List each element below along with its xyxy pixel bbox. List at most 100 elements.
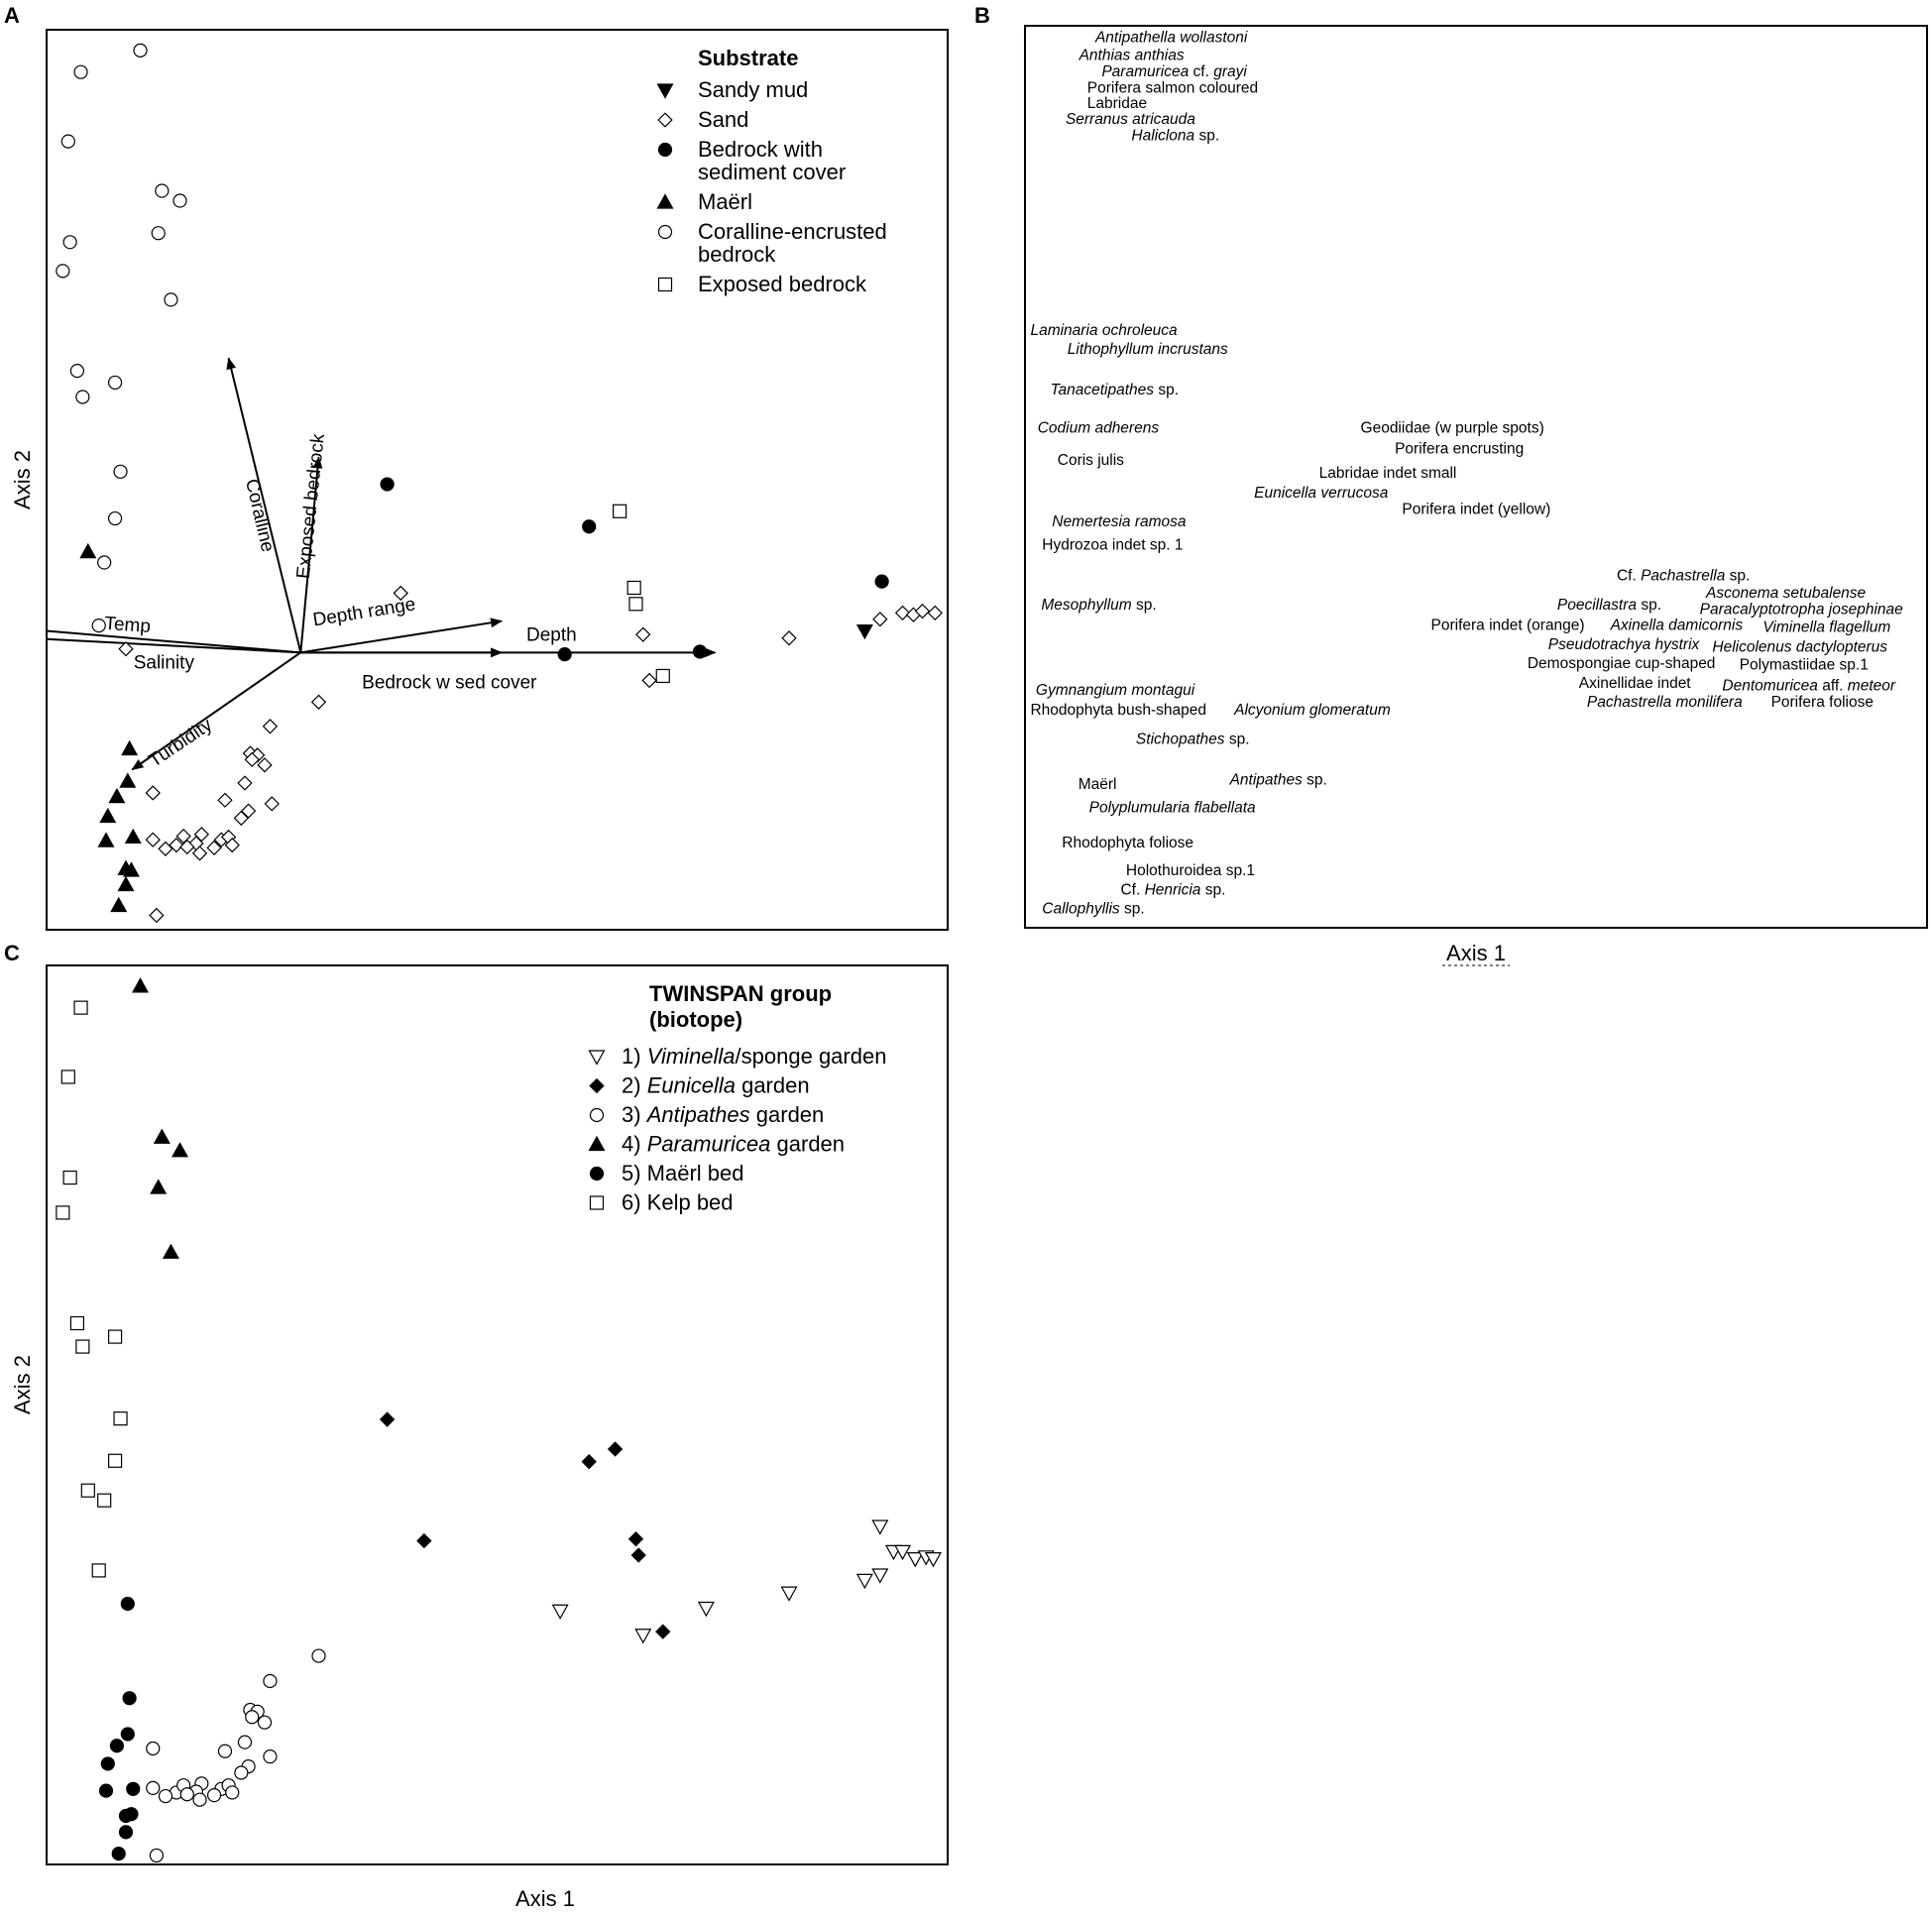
c-point-5-11: [91, 1563, 106, 1578]
species-label-3: Porifera salmon coloured: [1087, 79, 1258, 96]
species-label-44: Cf. Henricia sp.: [1120, 881, 1225, 898]
c-point-2-0: [311, 1648, 326, 1663]
c-point-4-4: [100, 1756, 115, 1771]
legend-c-label-0-part: /sponge garden: [736, 1044, 887, 1069]
species-label-26: Viminella flagellum: [1762, 620, 1890, 636]
species-label-7-part: Laminaria ochroleuca: [1030, 322, 1178, 339]
species-label-45-part: Callophyllis: [1042, 900, 1120, 917]
a-point-1-15: [169, 837, 184, 853]
species-label-27: Pseudotrachya hystrix: [1548, 636, 1701, 653]
species-label-15: Eunicella verrucosa: [1254, 485, 1389, 502]
legend-c-label-3-part: 4): [622, 1132, 647, 1157]
legend-c-label-0-part: 1): [622, 1044, 647, 1069]
species-label-15-part: Eunicella verrucosa: [1254, 485, 1389, 502]
species-label-11: Geodiidae (w purple spots): [1361, 419, 1544, 436]
legend-a-label-1-0: Sand: [698, 107, 748, 132]
a-point-1-28: [635, 626, 651, 642]
a-point-1-10: [145, 785, 161, 801]
c-point-1-0: [379, 1411, 396, 1427]
c-point-2-8: [146, 1741, 161, 1756]
legend-c-title-1: (biotope): [649, 1007, 742, 1032]
c-point-5-7: [113, 1411, 128, 1426]
species-label-17-part: Nemertesia ramosa: [1052, 513, 1187, 530]
a-point-4-7: [56, 264, 70, 279]
panel-c-y-axis-label: Axis 2: [10, 1355, 35, 1414]
species-label-33-part: Pachastrella monilifera: [1587, 694, 1743, 711]
c-point-0-1: [634, 1629, 652, 1644]
panel-label-c: C: [4, 941, 20, 965]
a-point-1-25: [224, 837, 240, 853]
species-label-24: Porifera indet (orange): [1431, 618, 1585, 634]
a-point-5-1: [626, 580, 641, 596]
species-label-29: Demospongiae cup-shaped: [1528, 655, 1716, 672]
species-label-36-part: Rhodophyta bush-shaped: [1030, 702, 1206, 719]
c-point-2-9: [217, 1744, 233, 1758]
c-point-2-24: [149, 1848, 164, 1863]
species-label-14-part: Labridae indet small: [1319, 465, 1457, 482]
vector-2: [300, 618, 504, 654]
a-point-1-33: [927, 605, 943, 621]
c-point-5-8: [107, 1453, 123, 1468]
panel-label-a: A: [4, 3, 20, 28]
legend-c-label-4-part: 5) Maërl bed: [622, 1161, 744, 1185]
species-label-39: Maërl: [1079, 776, 1117, 793]
species-label-6-part: sp.: [1194, 128, 1219, 145]
a-point-4-11: [107, 375, 123, 391]
legend-a-marker-3: [656, 193, 674, 209]
c-point-0-0: [551, 1604, 569, 1620]
legend-c-marker-1: [589, 1077, 605, 1094]
species-label-19-part: sp.: [1725, 568, 1750, 585]
a-point-2-2: [557, 647, 572, 662]
species-label-0-part: Antipathella wollastoni: [1094, 29, 1248, 46]
species-label-9-part: sp.: [1154, 382, 1179, 398]
legend-c-label-2-part: 3): [622, 1102, 647, 1127]
panel-a-frame: [46, 29, 949, 931]
species-label-16: Porifera indet (yellow): [1402, 501, 1550, 517]
c-point-5-0: [73, 1000, 88, 1015]
species-label-22-part: Poecillastra: [1557, 597, 1637, 614]
species-label-32-part: Dentomuricea: [1722, 678, 1818, 695]
legend-c-marker-5: [589, 1195, 605, 1210]
species-label-13-part: Coris julis: [1058, 452, 1124, 469]
a-point-4-8: [164, 292, 178, 307]
vector-label-3: Depth: [526, 624, 577, 645]
species-label-10-part: Codium adherens: [1038, 419, 1160, 436]
c-point-5-2: [62, 1170, 77, 1185]
legend-a-label-5-0: Exposed bedrock: [698, 272, 867, 296]
vector-label-6: Salinity: [134, 652, 195, 673]
c-point-2-12: [146, 1780, 161, 1796]
species-label-44-part: Cf.: [1120, 881, 1144, 898]
vector-label-5: Temp: [104, 614, 152, 637]
species-label-41-part: Polyplumularia flabellata: [1089, 800, 1256, 817]
species-label-8-part: Lithophyllum incrustans: [1068, 341, 1228, 358]
legend-a-label-4-0: Coralline-encrusted: [698, 219, 887, 244]
legend-c-label-1: 2) Eunicella garden: [622, 1073, 810, 1098]
a-point-1-12: [240, 803, 257, 819]
a-point-3-9: [117, 875, 135, 892]
a-point-4-12: [113, 464, 128, 479]
c-point-5-4: [69, 1315, 85, 1331]
a-point-3-8: [122, 861, 140, 877]
legend-a-marker-4: [657, 224, 673, 240]
a-point-1-9: [264, 796, 280, 812]
c-point-3-1: [153, 1128, 170, 1144]
species-label-42: Rhodophyta foliose: [1062, 835, 1193, 851]
a-point-4-6: [62, 235, 77, 250]
species-label-38: Stichopathes sp.: [1136, 731, 1250, 747]
species-label-10: Codium adherens: [1038, 419, 1160, 436]
species-label-30-part: Polymastiidae sp.1: [1740, 657, 1869, 674]
c-point-0-10: [924, 1552, 942, 1568]
legend-c-label-5: 6) Kelp bed: [622, 1190, 734, 1215]
legend-a-label-2-0: Bedrock with: [698, 137, 823, 162]
species-label-23: Paracalyptotropha josephinae: [1700, 601, 1903, 618]
species-label-8: Lithophyllum incrustans: [1068, 341, 1228, 358]
a-point-1-8: [237, 775, 253, 791]
c-point-1-2: [607, 1441, 624, 1457]
c-point-4-0: [120, 1596, 135, 1612]
species-label-32-part: meteor: [1848, 678, 1896, 695]
a-point-2-4: [874, 574, 889, 589]
a-point-4-15: [91, 618, 106, 633]
legend-c-marker-3: [588, 1135, 606, 1152]
species-label-41: Polyplumularia flabellata: [1089, 800, 1256, 817]
c-point-5-9: [80, 1483, 95, 1498]
